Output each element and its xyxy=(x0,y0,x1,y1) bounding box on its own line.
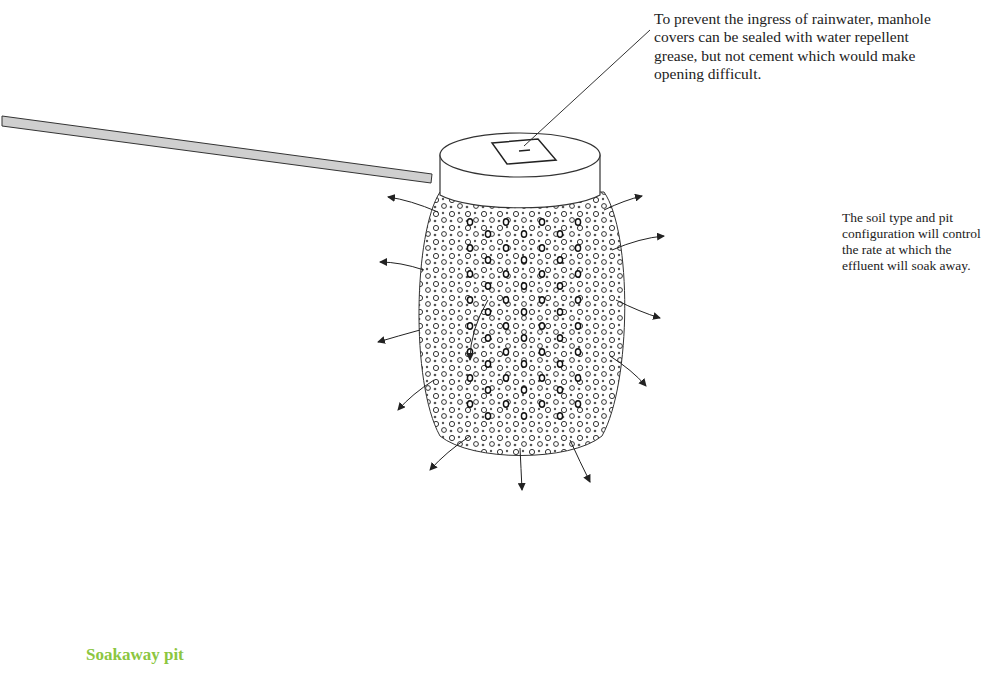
manhole-cover xyxy=(492,139,556,164)
perforation-hole xyxy=(557,387,562,393)
perforation-hole xyxy=(521,335,526,341)
perforation-hole xyxy=(575,245,580,251)
perforation-hole xyxy=(521,361,526,367)
perforation-hole xyxy=(575,323,580,329)
perforation-hole xyxy=(575,297,580,303)
perforation-hole xyxy=(485,335,490,341)
perforation-hole xyxy=(467,375,472,381)
perforation-hole xyxy=(521,413,526,419)
perforation-hole xyxy=(539,245,544,251)
perforation-hole xyxy=(503,219,508,225)
perforation-hole xyxy=(575,375,580,381)
perforation-hole xyxy=(557,231,562,237)
pit-cover xyxy=(440,133,600,177)
perforation-hole xyxy=(503,245,508,251)
gravel-fill xyxy=(419,192,625,456)
perforation-hole xyxy=(521,387,526,393)
perforation-hole xyxy=(557,283,562,289)
perforation-hole xyxy=(467,271,472,277)
perforation-hole xyxy=(467,297,472,303)
perforation-hole xyxy=(539,271,544,277)
perforation-hole xyxy=(575,401,580,407)
perforation-hole xyxy=(503,349,508,355)
seepage-arrows xyxy=(378,196,664,490)
perforation-hole xyxy=(467,401,472,407)
perforation-hole xyxy=(485,361,490,367)
perforation-hole xyxy=(503,401,508,407)
perforation-hole xyxy=(575,219,580,225)
perforation-hole xyxy=(539,323,544,329)
perforation-hole xyxy=(539,375,544,381)
perforation-hole xyxy=(575,271,580,277)
perforation-hole xyxy=(557,309,562,315)
perforation-hole xyxy=(557,361,562,367)
perforation-hole xyxy=(521,283,526,289)
caption: Soakaway pit xyxy=(86,645,184,665)
leader-line xyxy=(524,30,650,146)
perforation-hole xyxy=(521,257,526,263)
perforation-hole xyxy=(521,309,526,315)
perforation-hole xyxy=(557,257,562,263)
perforation-hole xyxy=(485,231,490,237)
perforation-holes xyxy=(467,219,580,419)
perforation-hole xyxy=(557,413,562,419)
perforation-hole xyxy=(485,309,490,315)
perforation-hole xyxy=(539,349,544,355)
perforation-hole xyxy=(467,245,472,251)
perforation-hole xyxy=(539,219,544,225)
perforation-hole xyxy=(485,413,490,419)
perforation-hole xyxy=(503,375,508,381)
perforation-hole xyxy=(485,283,490,289)
perforation-hole xyxy=(557,335,562,341)
perforation-hole xyxy=(503,297,508,303)
perforation-hole xyxy=(485,387,490,393)
callout-note: To prevent the ingress of rainwater, man… xyxy=(654,10,954,83)
inlet-pipe xyxy=(2,116,432,183)
side-note: The soil type and pit configuration will… xyxy=(842,210,986,274)
cover-handle xyxy=(519,150,530,151)
perforation-hole xyxy=(503,323,508,329)
perforation-hole xyxy=(539,401,544,407)
perforation-hole xyxy=(467,219,472,225)
perforation-hole xyxy=(503,271,508,277)
perforation-hole xyxy=(539,297,544,303)
perforation-hole xyxy=(575,349,580,355)
perforation-hole xyxy=(485,257,490,263)
perforation-hole xyxy=(521,231,526,237)
perforation-hole xyxy=(467,323,472,329)
